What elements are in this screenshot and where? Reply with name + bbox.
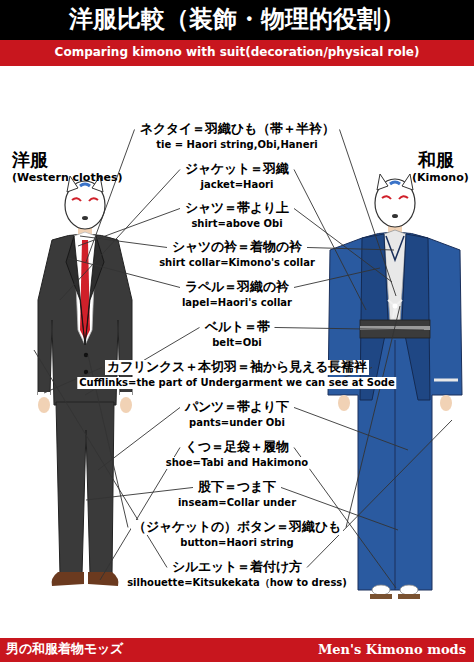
leader-line [294, 447, 396, 588]
comparison-label: シャツの衿＝着物の衿 [170, 240, 304, 255]
comparison-label-en: pants=under Obi [187, 417, 287, 429]
footer-text: Men's Kimono mods [318, 643, 466, 658]
leader-line [307, 420, 452, 567]
comparison-label-en: tie = Haori string,Obi,Haneri [154, 139, 320, 151]
leader-line [294, 407, 408, 450]
subtitle-band [0, 40, 474, 66]
comparison-label-en: shirt collar=Kimono's collar [157, 257, 317, 269]
comparison-label-en: shoe=Tabi and Hakimono [164, 457, 310, 469]
comparison-label-en: jacket=Haori [199, 179, 276, 191]
comparison-label: シルエット＝着付け方 [170, 560, 304, 575]
figure-name-en: (Western clothes) [12, 172, 123, 185]
leader-line [78, 208, 180, 246]
comparison-label: シャツ＝帯より上 [183, 201, 291, 216]
comparison-label: （ジャケットの）ボタン＝羽織ひも [131, 520, 343, 535]
subtitle: Comparing kimono with suit(decoration/ph… [55, 46, 420, 60]
comparison-label: くつ＝足袋＋履物 [183, 440, 291, 455]
leader-line [294, 208, 392, 282]
title: 洋服比較（装飾・物理的役割） [69, 6, 405, 34]
leader-line [275, 327, 425, 330]
leader-line [294, 169, 366, 310]
footer-text: 男の和服着物モッズ [6, 642, 123, 657]
comparison-label-en: shirt=above Obi [189, 218, 284, 230]
leader-line [80, 236, 167, 247]
comparison-label: ジャケット＝羽織 [183, 162, 291, 177]
leader-line [346, 306, 400, 527]
comparison-label: ベルト＝帯 [203, 320, 272, 335]
comparison-label-en: inseam=Collar under [176, 497, 298, 509]
footer-band [0, 638, 474, 662]
comparison-label-en: lapel=Haori's collar [180, 297, 294, 309]
comparison-label: ラペル＝羽織の衿 [183, 280, 291, 295]
title-band [0, 0, 474, 40]
comparison-label: カフリンクス＋本切羽＝袖から見える長襦袢 [105, 360, 369, 375]
comparison-label: 股下＝つま下 [196, 480, 278, 495]
comparison-label-en: belt=Obi [210, 337, 264, 349]
comparison-label: ネクタイ＝羽織ひも（帯＋半衿） [138, 122, 337, 137]
figure-name: 洋服 [12, 150, 48, 171]
comparison-label-en: silhouette=Kitsukekata（how to dress) [125, 577, 349, 589]
figure-name: 和服 [418, 150, 454, 171]
leader-line [307, 247, 394, 250]
leader-line [294, 268, 380, 287]
comparison-label-en: Cufflinks=the part of Undergarment we ca… [77, 377, 396, 389]
figure-name-en: (Kimono) [412, 172, 469, 185]
leader-line [60, 169, 180, 300]
comparison-label-en: button=Haori string [178, 537, 295, 549]
comparison-label: パンツ＝帯より下 [183, 400, 291, 415]
